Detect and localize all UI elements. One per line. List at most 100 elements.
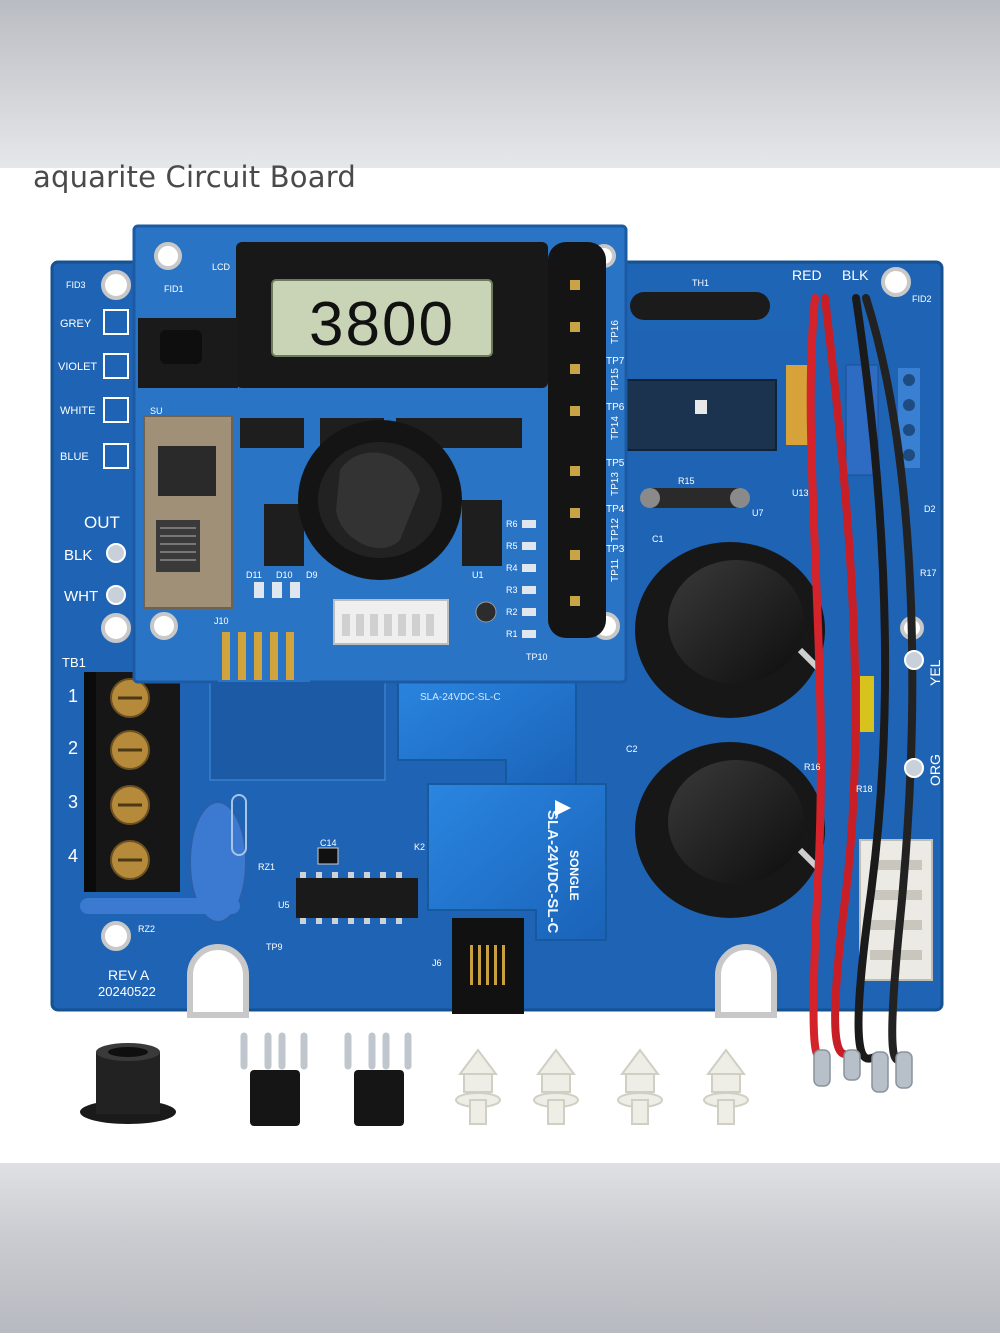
grommet xyxy=(80,1043,176,1124)
svg-text:3: 3 xyxy=(68,792,78,812)
svg-text:C1: C1 xyxy=(652,534,664,544)
jumper-2 xyxy=(344,1032,412,1126)
svg-text:TP12: TP12 xyxy=(610,518,621,542)
svg-text:TP7: TP7 xyxy=(606,356,625,367)
svg-text:TP4: TP4 xyxy=(606,504,625,515)
svg-text:SU: SU xyxy=(150,406,163,416)
accessories-row xyxy=(80,1032,749,1126)
svg-text:J6: J6 xyxy=(432,958,442,968)
svg-text:GREY: GREY xyxy=(60,318,92,330)
svg-text:U13: U13 xyxy=(792,488,809,498)
svg-text:C2: C2 xyxy=(626,744,638,754)
silkscreen-labels: LCD SU J10 J6 U5 RZ1 RZ2 TP9 TP10 C1 C2 … xyxy=(66,262,937,968)
svg-text:ORG: ORG xyxy=(927,754,943,786)
bottom-gradient-band xyxy=(0,1163,1000,1333)
standoff-2 xyxy=(533,1048,579,1125)
terminal-block-tb1 xyxy=(84,672,180,892)
left-connectors xyxy=(103,309,129,605)
white-header-daughter xyxy=(333,599,449,645)
slide-switch xyxy=(143,415,233,609)
standoff-1 xyxy=(455,1048,501,1125)
svg-text:BLUE: BLUE xyxy=(60,451,89,463)
svg-text:R15: R15 xyxy=(678,476,695,486)
svg-text:R1: R1 xyxy=(506,629,518,639)
svg-text:TP14: TP14 xyxy=(610,416,621,440)
edge-connector-j10 xyxy=(218,622,310,682)
svg-text:D2: D2 xyxy=(924,504,936,514)
svg-text:SLA-24VDC-SL-C: SLA-24VDC-SL-C xyxy=(544,810,561,934)
svg-text:R16: R16 xyxy=(804,762,821,772)
svg-text:R2: R2 xyxy=(506,607,518,617)
pin-header xyxy=(548,242,606,638)
svg-text:TP5: TP5 xyxy=(606,458,625,469)
wire-ferrules xyxy=(813,1049,913,1093)
connector-j6 xyxy=(452,918,524,1014)
svg-text:RED: RED xyxy=(792,267,822,283)
svg-text:20240522: 20240522 xyxy=(98,984,156,999)
svg-text:REV A: REV A xyxy=(108,967,150,983)
svg-text:R6: R6 xyxy=(506,519,518,529)
svg-text:J10: J10 xyxy=(214,616,229,626)
svg-text:VIOLET: VIOLET xyxy=(58,361,97,373)
svg-text:WHITE: WHITE xyxy=(60,405,95,417)
svg-text:TB1: TB1 xyxy=(62,655,86,670)
yellow-fuse xyxy=(860,676,874,732)
svg-text:LCD: LCD xyxy=(212,262,231,272)
thermistor-th1 xyxy=(630,292,770,320)
svg-text:K2: K2 xyxy=(414,842,425,852)
svg-text:D11: D11 xyxy=(246,570,262,580)
svg-text:C14: C14 xyxy=(320,838,337,848)
svg-text:4: 4 xyxy=(68,846,78,866)
svg-text:TP9: TP9 xyxy=(266,942,283,952)
daughter-small-parts xyxy=(254,520,536,638)
tp-labels: TP16 TP7 TP15 TP6 TP14 TP5 TP13 TP4 TP12… xyxy=(606,320,625,582)
svg-text:TP16: TP16 xyxy=(610,320,621,344)
svg-text:TP11: TP11 xyxy=(610,558,621,582)
svg-text:SLA-24VDC-SL-C: SLA-24VDC-SL-C xyxy=(420,692,501,703)
capacitor-c2 xyxy=(635,742,825,918)
svg-text:2: 2 xyxy=(68,738,78,758)
svg-text:R4: R4 xyxy=(506,563,518,573)
svg-text:YEL: YEL xyxy=(927,659,943,686)
svg-text:TP10: TP10 xyxy=(526,652,548,662)
top-wire-labels: RED BLK YEL ORG xyxy=(792,267,943,786)
svg-text:TP13: TP13 xyxy=(610,472,621,496)
svg-text:BLK: BLK xyxy=(64,547,92,564)
standoff-4 xyxy=(703,1048,749,1125)
svg-text:D10: D10 xyxy=(276,570,293,580)
svg-text:OUT: OUT xyxy=(84,513,120,532)
svg-text:RZ2: RZ2 xyxy=(138,924,155,934)
svg-text:U7: U7 xyxy=(752,508,764,518)
svg-text:R3: R3 xyxy=(506,585,518,595)
ic-u5 xyxy=(296,847,418,924)
top-gradient-band xyxy=(0,0,1000,168)
jumper-1 xyxy=(240,1032,308,1126)
relay-k4 xyxy=(625,379,777,451)
standoff-3 xyxy=(617,1048,663,1125)
svg-text:TP15: TP15 xyxy=(610,368,621,392)
lcd-display-reading: 3800 xyxy=(309,290,455,359)
varistor xyxy=(80,794,247,923)
rotary-knob xyxy=(298,420,462,580)
svg-text:FID2: FID2 xyxy=(912,294,932,304)
lcd-module xyxy=(138,242,548,388)
svg-text:TP3: TP3 xyxy=(606,544,625,555)
capacitor-c1 xyxy=(635,542,825,718)
svg-text:FID3: FID3 xyxy=(66,280,86,290)
svg-text:R5: R5 xyxy=(506,541,518,551)
svg-text:R18: R18 xyxy=(856,784,873,794)
svg-text:SONGLE: SONGLE xyxy=(567,850,581,901)
svg-text:RZ1: RZ1 xyxy=(258,862,275,872)
svg-text:U5: U5 xyxy=(278,900,290,910)
svg-text:D9: D9 xyxy=(306,570,318,580)
svg-text:WHT: WHT xyxy=(64,588,98,605)
svg-text:TP6: TP6 xyxy=(606,402,625,413)
svg-text:FID1: FID1 xyxy=(164,284,184,294)
svg-text:1: 1 xyxy=(68,686,78,706)
terminal-numbers: 1 2 3 4 xyxy=(68,686,78,866)
svg-text:R17: R17 xyxy=(920,568,937,578)
relay-k2: SLA-24VDC-SL-C SONGLE xyxy=(427,783,607,941)
product-title: aquarite Circuit Board xyxy=(33,160,356,194)
svg-text:U1: U1 xyxy=(472,570,484,580)
